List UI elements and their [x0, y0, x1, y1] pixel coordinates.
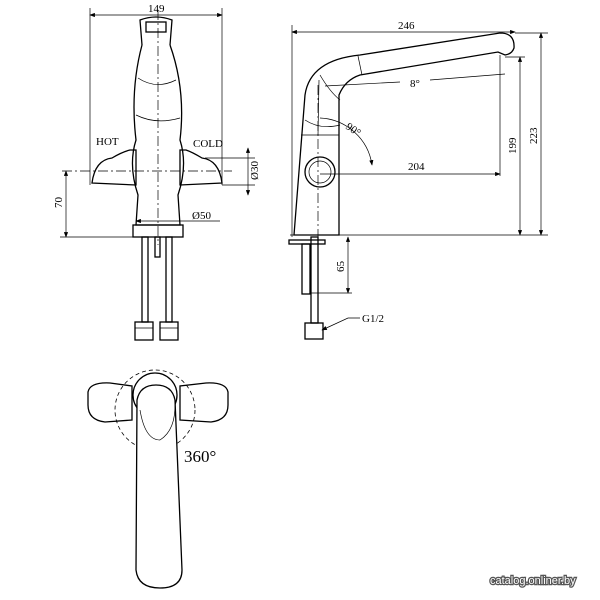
spout-body [293, 32, 515, 236]
side-view: 246 8° 90° 204 199 223 65 G1/2 [288, 20, 548, 340]
rotation-label: 360° [184, 447, 216, 466]
spout-height: 199 [507, 137, 519, 154]
cold-handle-top [179, 382, 229, 423]
cold-handle [179, 149, 223, 186]
top-view: 360° [87, 369, 229, 589]
shank-length: 65 [335, 261, 347, 273]
spout-angle: 8° [410, 78, 420, 90]
handle-rotation-angle: 90° [343, 121, 363, 140]
base-diameter: Ø50 [192, 210, 211, 222]
hot-handle-top [87, 382, 133, 423]
thread-size: G1/2 [362, 313, 384, 325]
watermark: catalog.onliner.by [490, 575, 576, 587]
handle-knob [304, 156, 336, 188]
spout-reach: 204 [408, 161, 425, 173]
spout-top [135, 384, 183, 589]
handle-height: 70 [53, 197, 65, 209]
width-dimension: 149 [148, 3, 165, 15]
cold-label: COLD [193, 138, 223, 150]
faucet-head [139, 16, 173, 46]
hot-label: HOT [96, 136, 119, 148]
handle-diameter: Ø30 [249, 161, 261, 180]
total-height: 223 [528, 127, 540, 144]
front-view: 149 HOT COLD Ø30 70 Ø50 [53, 3, 261, 341]
supply-hoses [134, 236, 179, 341]
reach-dimension: 246 [398, 20, 415, 32]
hot-handle [91, 149, 137, 186]
